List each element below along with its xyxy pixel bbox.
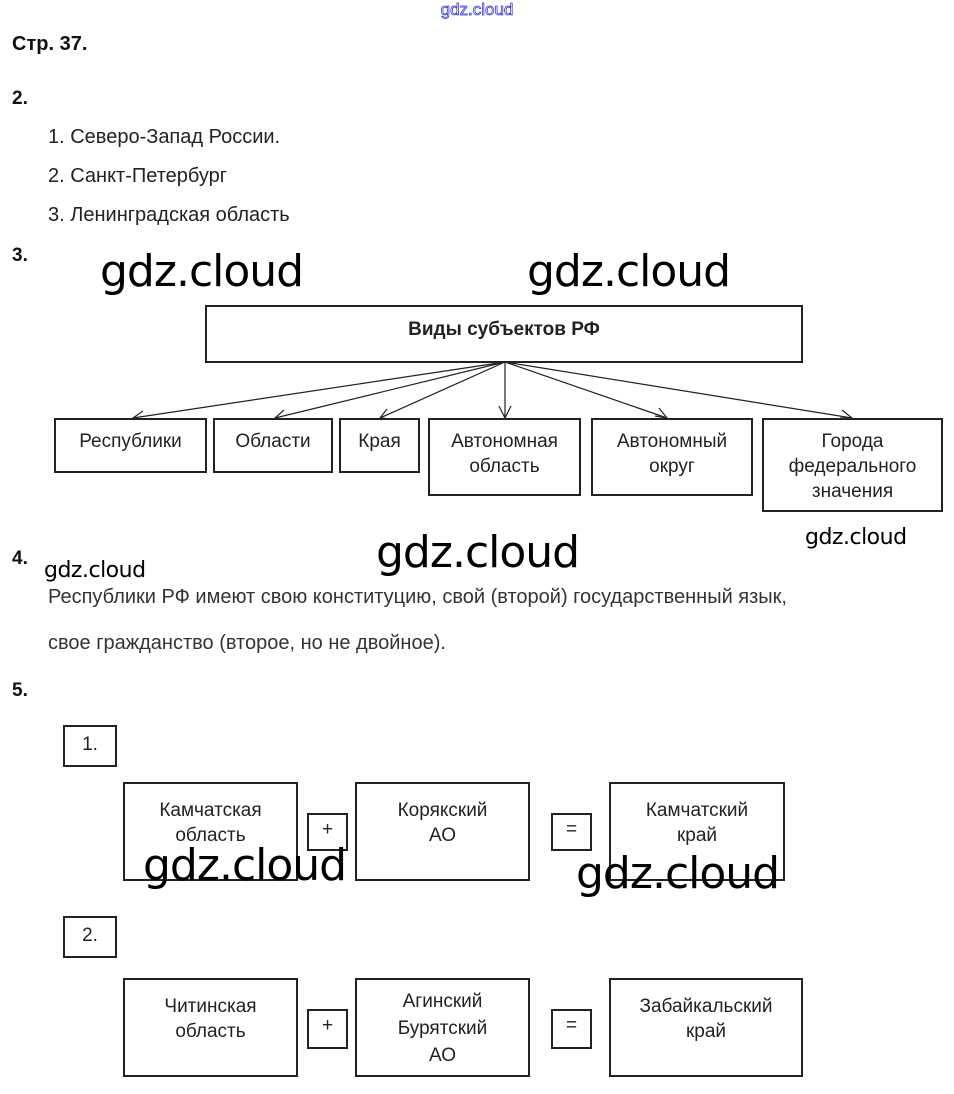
equals-operator: = (551, 813, 592, 851)
watermark-top: gdz.cloud (440, 0, 514, 19)
diagram-child-label: Города (821, 431, 884, 452)
equation-term-box: Корякский АО (355, 782, 530, 881)
term-label: Камчатская (159, 800, 262, 821)
result-label: Камчатский (645, 800, 749, 821)
arrow-oblasts (274, 361, 506, 419)
term-label: АО (428, 825, 457, 846)
term-label: АО (428, 1045, 457, 1066)
page-heading: Стр. 37. (12, 33, 88, 55)
diagram-child-box: Автономная область (428, 418, 581, 496)
equation-term-box: Агинский Бурятский АО (355, 978, 530, 1077)
watermark: gdz.cloud (143, 840, 347, 891)
equation-number: 2. (82, 925, 98, 946)
equation-number-box: 1. (63, 725, 117, 767)
plus-operator: + (307, 813, 348, 851)
result-label: край (676, 825, 718, 846)
watermark: gdz.cloud (44, 558, 146, 583)
equation-term-box: Камчатская область (123, 782, 298, 881)
plus-operator: + (307, 1009, 348, 1049)
question-5-number: 5. (12, 680, 28, 701)
diagram-root-box: Виды субъектов РФ (205, 305, 803, 363)
diagram-child-label: Республики (79, 431, 182, 452)
watermark: gdz.cloud (527, 246, 731, 297)
diagram-child-box: Автономный округ (591, 418, 753, 496)
equals-operator: = (551, 1009, 592, 1049)
diagram-child-label: область (469, 456, 540, 477)
diagram-child-box: Республики (54, 418, 207, 473)
diagram-child-box: Края (339, 418, 420, 473)
arrow-federal-cities (504, 361, 853, 419)
watermark: gdz.cloud (805, 525, 907, 550)
question-3-number: 3. (12, 245, 28, 266)
term-label: область (175, 1021, 246, 1042)
arrow-republics (132, 361, 506, 419)
equals-icon: = (565, 1015, 578, 1036)
q4-answer-line: свое гражданство (второе, но не двойное)… (48, 632, 446, 654)
arrow-autonomous-okrug (504, 361, 668, 419)
equation-result-box: Забайкальский край (609, 978, 803, 1077)
equation-number-box: 2. (63, 916, 117, 958)
diagram-child-label: Автономная (451, 431, 558, 452)
diagram-child-box: Города федерального значения (762, 418, 943, 512)
equation-number: 1. (82, 734, 98, 755)
diagram-child-label: Автономный (616, 431, 728, 452)
diagram-child-label: Края (358, 431, 401, 452)
plus-icon: + (321, 819, 334, 840)
result-label: Забайкальский (639, 996, 773, 1017)
diagram-child-label: округ (649, 456, 695, 477)
question-4-number: 4. (12, 548, 28, 569)
q2-list-item: 2. Санкт-Петербург (48, 165, 228, 187)
equation-result-box: Камчатский край (609, 782, 785, 881)
q2-list-item: 3. Ленинградская область (48, 204, 290, 226)
term-label: Читинская (164, 996, 257, 1017)
diagram-child-label: значения (811, 481, 894, 502)
plus-icon: + (321, 1015, 334, 1036)
equation-term-box: Читинская область (123, 978, 298, 1077)
diagram-root-label: Виды субъектов РФ (408, 319, 600, 340)
term-label: область (175, 825, 246, 846)
q2-list-item: 1. Северо-Запад России. (48, 126, 281, 148)
diagram-child-label: Области (235, 431, 311, 452)
term-label: Корякский (397, 800, 488, 821)
q4-answer-line: Республики РФ имеют свою конституцию, св… (48, 586, 787, 608)
watermark: gdz.cloud (376, 527, 580, 578)
question-2-number: 2. (12, 88, 28, 109)
watermark: gdz.cloud (576, 848, 780, 899)
arrowhead (654, 407, 669, 419)
result-label: край (685, 1021, 727, 1042)
arrow-krais (379, 361, 506, 419)
equals-icon: = (565, 819, 578, 840)
watermark: gdz.cloud (100, 246, 304, 297)
term-label: Агинский (402, 991, 483, 1012)
diagram-child-label: федерального (788, 456, 917, 477)
term-label: Бурятский (397, 1018, 488, 1039)
diagram-child-box: Области (213, 418, 333, 473)
